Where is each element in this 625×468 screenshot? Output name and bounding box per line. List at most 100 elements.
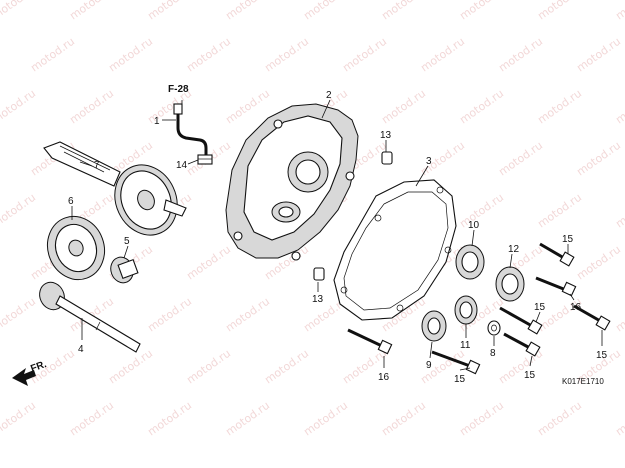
callout-12: 12 [508,244,520,255]
watermark-text: motod.ru [613,0,625,22]
callout-5: 5 [124,236,130,247]
fig-ref-label: F-28 [168,84,189,95]
watermark-text: motod.ru [0,0,38,22]
tube-clip [197,154,213,165]
watermark-text: motod.ru [0,87,38,127]
watermark-text: motod.ru [496,35,545,75]
front-direction-arrow: FR. [12,359,48,386]
callout-labels: F-28 1 14 2 13 13 3 7 6 5 4 10 12 11 8 9… [68,84,608,385]
watermark-text: motod.ru [457,0,506,22]
watermark-text: motod.ru [0,399,38,439]
watermark-text: motod.ru [0,191,38,231]
main-shaft [43,141,187,236]
watermark-text: motod.ru [301,0,350,22]
callout-8: 8 [490,348,496,359]
bolt-16-b [347,328,393,355]
watermark-text: motod.ru [223,399,272,439]
watermark-text: motod.ru [340,35,389,75]
watermark-text: motod.ru [67,399,116,439]
diagram-code: K017E1710 [562,377,604,386]
bearing-11 [454,295,478,325]
watermark-text: motod.ru [457,87,506,127]
watermark-text: motod.ru [184,243,233,283]
transmission-cover [225,103,359,261]
watermark-text: motod.ru [574,243,623,283]
watermark-text: motod.ru [613,191,625,231]
watermark-text: motod.ru [574,139,623,179]
watermark-text: motod.ru [457,191,506,231]
countershaft-gear [47,215,105,281]
bolt-15-d [503,332,541,357]
watermark-text: motod.ru [535,295,584,335]
callout-10: 10 [468,220,480,231]
watermark-text: motod.ru [145,399,194,439]
callout-3: 3 [426,156,432,167]
final-shaft [39,281,141,353]
bearing-10 [455,244,485,280]
watermark-text: motod.ru [613,399,625,439]
watermark-text: motod.ru [223,295,272,335]
breather-tube [173,103,208,156]
watermark-text: motod.ru [145,0,194,22]
leader-lines [71,99,603,371]
callout-16-b: 16 [378,372,390,383]
bolt-15-a [539,242,575,267]
direction-label: FR. [29,359,48,375]
watermark-text: motod.ru [496,347,545,387]
watermark-text: motod.ru [223,0,272,22]
watermark-text: motod.ru [535,0,584,22]
dowel-pin-upper [381,151,393,165]
callout-9: 9 [426,360,432,371]
callout-2: 2 [326,90,332,101]
pinion-gear [110,256,139,284]
watermark-text: motod.ru [379,399,428,439]
watermark-text: motod.ru [496,139,545,179]
bolts [347,242,611,375]
callout-16-a: 16 [570,302,582,313]
callout-15-b: 15 [534,302,546,313]
bolt-15-e [431,350,481,375]
watermark-text: motod.ru [379,0,428,22]
watermark-text: motod.ru [301,399,350,439]
bolt-15-c [573,304,611,331]
callout-15-c: 15 [596,350,608,361]
callout-6: 6 [68,196,74,207]
callout-13-upper: 13 [380,130,392,141]
watermark-text: motod.ru [28,35,77,75]
watermark-text: motod.ru [613,295,625,335]
watermark-text: motod.ru [106,347,155,387]
gasket [333,179,457,321]
watermark-text: motod.ru [67,87,116,127]
watermark-text: motod.ru [262,35,311,75]
callout-1: 1 [154,116,160,127]
watermark-text: motod.ru [535,87,584,127]
watermark-text: motod.ru [535,399,584,439]
watermark-text: motod.ru [379,87,428,127]
watermark-text: motod.ru [457,399,506,439]
washer [487,320,501,336]
watermark-text: motod.ru [106,35,155,75]
bolt-16-a [535,276,577,297]
callout-15-e: 15 [454,374,466,385]
watermark-text: motod.ru [145,295,194,335]
callout-7: 7 [94,160,100,171]
watermark-text: motod.ru [184,35,233,75]
watermark-text: motod.ru [418,35,467,75]
dowel-pin-lower [313,267,325,281]
oil-seal [495,266,525,302]
bolt-15-b [499,306,543,335]
watermark-text: motod.ru [223,87,272,127]
callout-15-a: 15 [562,234,574,245]
watermark-text: motod.ru [184,347,233,387]
callout-15-d: 15 [524,370,536,381]
watermark-text: motod.ru [535,191,584,231]
watermark-text: motod.ru [0,295,38,335]
watermark-text: motod.ru [262,347,311,387]
callout-14: 14 [176,160,188,171]
bearing-9 [421,310,447,342]
callout-13-lower: 13 [312,294,324,305]
watermark-text: motod.ru [67,0,116,22]
callout-11: 11 [460,340,471,351]
watermark-text: motod.ru [613,87,625,127]
